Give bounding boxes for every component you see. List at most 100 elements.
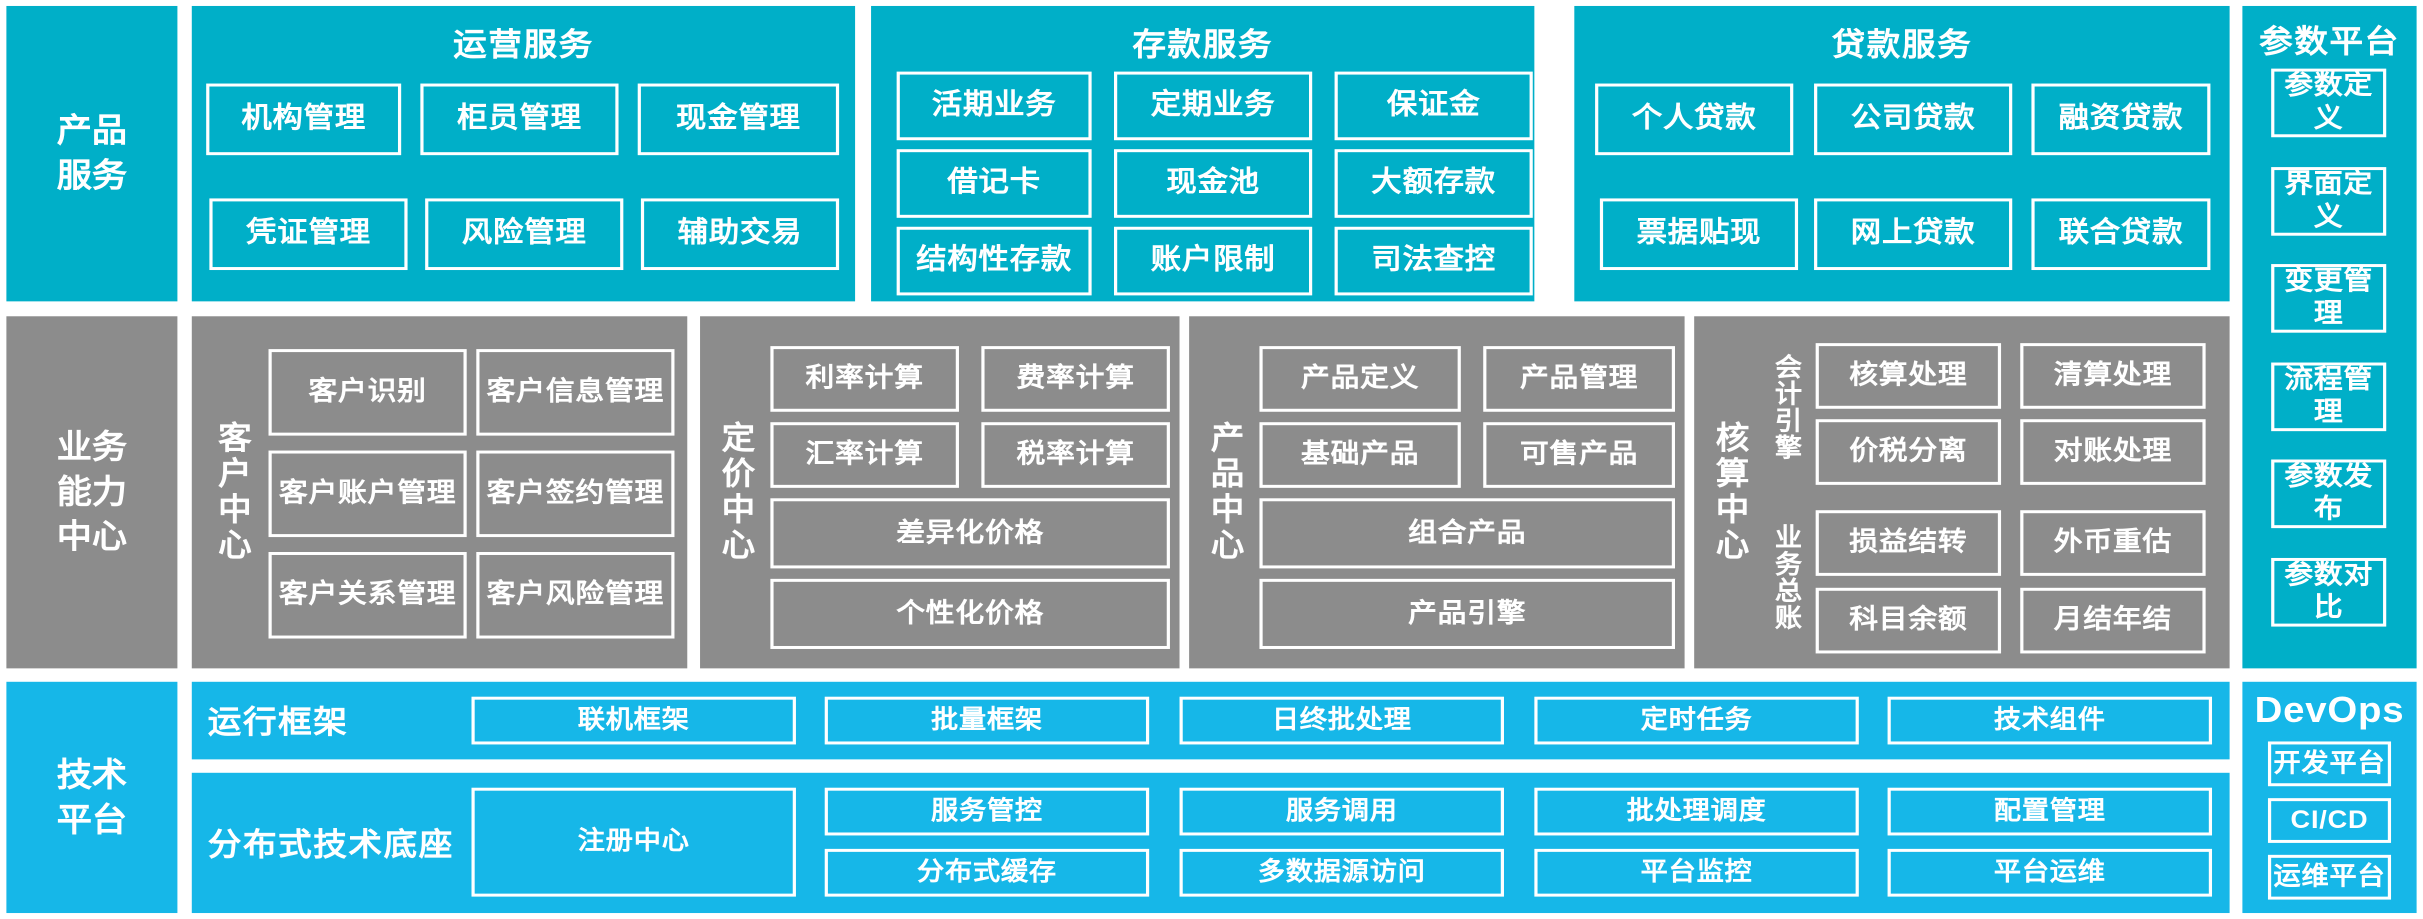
tile-loan-3[interactable]: 票据贴现 [1599,198,1799,271]
tile-general-ledger-3[interactable]: 月结年结 [2020,587,2206,654]
tile-operation-2[interactable]: 现金管理 [637,83,840,156]
layer-spine-business-capability: 业务能力中心 [6,316,178,669]
tile-parameter-1[interactable]: 界面定义 [2271,167,2387,236]
tile-loan-0[interactable]: 个人贷款 [1595,83,1794,156]
tile-parameter-2[interactable]: 变更管理 [2271,264,2387,333]
tile-distributed-bottom-1[interactable]: 多数据源访问 [1179,848,1504,897]
tile-product-2[interactable]: 基础产品 [1259,422,1461,488]
layer-spine-technical-platform: 技术平台 [6,681,178,914]
tile-customer-3[interactable]: 客户签约管理 [476,450,675,538]
group-title-deposit-service: 存款服务 [1132,28,1274,63]
center-sublabel-accounting-engine: 会计引擎 [1770,353,1801,461]
tile-product-wide-0[interactable]: 组合产品 [1259,498,1676,569]
tile-product-3[interactable]: 可售产品 [1483,422,1676,488]
tile-operation-1[interactable]: 柜员管理 [420,83,619,156]
tile-parameter-0[interactable]: 参数定义 [2271,68,2387,138]
tile-pricing-1[interactable]: 费率计算 [981,346,1170,412]
tile-operation-3[interactable]: 凭证管理 [209,198,408,271]
center-customer: 客户中心 客户识别 客户信息管理 客户账户管理 客户签约管理 客户关系管理 客户… [191,316,688,669]
tile-pricing-wide-0[interactable]: 差异化价格 [770,498,1170,569]
group-operation-service: 运营服务 机构管理 柜员管理 现金管理 凭证管理 风险管理 辅助交易 [191,5,856,302]
layer-spine-label-product-service: 产品服务 [56,112,128,194]
tile-accounting-engine-1[interactable]: 清算处理 [2020,343,2206,409]
tile-distributed-top-0[interactable]: 服务管控 [824,787,1150,836]
tile-accounting-engine-2[interactable]: 价税分离 [1815,419,2002,485]
center-accounting: 核算中心 会计引擎 业务总账 核算处理 清算处理 价税分离 对账处理 损益结转 … [1694,316,2230,669]
tile-deposit-0[interactable]: 活期业务 [896,71,1092,141]
tile-loan-4[interactable]: 网上贷款 [1814,198,2013,271]
tile-deposit-8[interactable]: 司法查控 [1334,226,1533,296]
tile-runtime-0[interactable]: 联机框架 [471,696,796,745]
tile-deposit-3[interactable]: 借记卡 [896,149,1092,218]
group-devops: DevOps 开发平台 CI/CD 运维平台 [2242,681,2417,914]
tile-deposit-2[interactable]: 保证金 [1334,71,1533,141]
tile-pricing-wide-1[interactable]: 个性化价格 [770,578,1170,649]
tech-row-label-runtime-framework: 运行框架 [207,705,349,740]
center-vlabel-customer: 客户中心 [214,420,251,564]
tile-deposit-5[interactable]: 大额存款 [1334,149,1533,218]
tile-distributed-bottom-2[interactable]: 平台监控 [1534,848,1859,897]
tile-registry-center[interactable]: 注册中心 [471,787,796,897]
tile-parameter-4[interactable]: 参数发布 [2271,459,2387,529]
tile-customer-5[interactable]: 客户风险管理 [476,551,675,639]
tile-devops-0[interactable]: 开发平台 [2267,741,2392,787]
tile-pricing-0[interactable]: 利率计算 [770,346,959,412]
center-vlabel-pricing: 定价中心 [717,420,755,564]
tile-parameter-3[interactable]: 流程管理 [2271,362,2387,432]
tile-distributed-top-3[interactable]: 配置管理 [1887,787,2213,836]
tile-operation-4[interactable]: 风险管理 [425,198,624,271]
center-vlabel-product: 产品中心 [1206,420,1244,564]
tile-pricing-3[interactable]: 税率计算 [981,422,1170,488]
group-loan-service: 贷款服务 个人贷款 公司贷款 融资贷款 票据贴现 网上贷款 联合贷款 [1574,5,2230,302]
tile-runtime-2[interactable]: 日终批处理 [1179,696,1504,745]
tile-runtime-1[interactable]: 批量框架 [824,696,1150,745]
group-title-parameter-platform: 参数平台 [2259,25,2400,60]
tile-product-wide-1[interactable]: 产品引擎 [1259,578,1676,649]
tile-customer-0[interactable]: 客户识别 [268,349,467,436]
tile-accounting-engine-0[interactable]: 核算处理 [1815,343,2002,409]
tile-runtime-4[interactable]: 技术组件 [1887,696,2213,745]
tile-devops-2[interactable]: 运维平台 [2267,854,2392,900]
tile-deposit-1[interactable]: 定期业务 [1114,71,1313,141]
tile-distributed-bottom-3[interactable]: 平台运维 [1887,848,2213,897]
tile-product-0[interactable]: 产品定义 [1259,346,1461,412]
tile-loan-5[interactable]: 联合贷款 [2031,198,2211,271]
tile-distributed-top-1[interactable]: 服务调用 [1179,787,1504,836]
group-title-loan-service: 贷款服务 [1831,28,1973,63]
tile-general-ledger-0[interactable]: 损益结转 [1815,510,2002,576]
tile-pricing-2[interactable]: 汇率计算 [770,422,959,488]
center-vlabel-accounting: 核算中心 [1711,420,1749,564]
layer-spine-product-service: 产品服务 [6,5,178,302]
center-pricing: 定价中心 利率计算 费率计算 汇率计算 税率计算 差异化价格 个性化价格 [700,316,1180,669]
tile-deposit-4[interactable]: 现金池 [1114,149,1313,218]
tile-distributed-top-2[interactable]: 批处理调度 [1534,787,1859,836]
tile-accounting-engine-3[interactable]: 对账处理 [2020,419,2206,485]
tech-row-distributed-base: 分布式技术底座 注册中心 服务管控 服务调用 批处理调度 配置管理 分布式缓存 … [191,772,2230,914]
tile-deposit-7[interactable]: 账户限制 [1114,226,1313,296]
group-title-operation-service: 运营服务 [453,28,594,63]
tile-devops-1[interactable]: CI/CD [2267,798,2392,843]
tile-distributed-bottom-0[interactable]: 分布式缓存 [824,848,1150,897]
tile-operation-0[interactable]: 机构管理 [206,83,402,156]
tile-deposit-6[interactable]: 结构性存款 [896,226,1092,296]
tech-row-label-distributed-base: 分布式技术底座 [207,827,454,863]
layer-spine-label-business-capability: 业务能力中心 [56,428,128,555]
tile-general-ledger-1[interactable]: 外币重估 [2020,510,2206,576]
tile-customer-1[interactable]: 客户信息管理 [476,349,675,436]
center-product: 产品中心 产品定义 产品管理 基础产品 可售产品 组合产品 产品引擎 [1189,316,1685,669]
tile-runtime-3[interactable]: 定时任务 [1534,696,1859,745]
tile-general-ledger-2[interactable]: 科目余额 [1815,587,2002,654]
tile-parameter-5[interactable]: 参数对比 [2271,557,2387,627]
tile-loan-1[interactable]: 公司贷款 [1814,83,2013,156]
center-sublabel-general-ledger: 业务总账 [1770,523,1801,632]
tile-product-1[interactable]: 产品管理 [1483,346,1676,412]
group-parameter-platform: 参数平台 参数定义 界面定义 变更管理 流程管理 参数发布 参数对比 [2242,5,2417,669]
tile-customer-2[interactable]: 客户账户管理 [268,450,467,538]
tile-loan-2[interactable]: 融资贷款 [2031,83,2211,156]
layer-spine-label-technical-platform: 技术平台 [56,756,128,838]
group-title-devops: DevOps [2254,690,2405,732]
tile-customer-4[interactable]: 客户关系管理 [268,551,467,639]
tile-operation-5[interactable]: 辅助交易 [640,198,840,271]
tech-row-runtime-framework: 运行框架 联机框架 批量框架 日终批处理 定时任务 技术组件 [191,681,2230,760]
